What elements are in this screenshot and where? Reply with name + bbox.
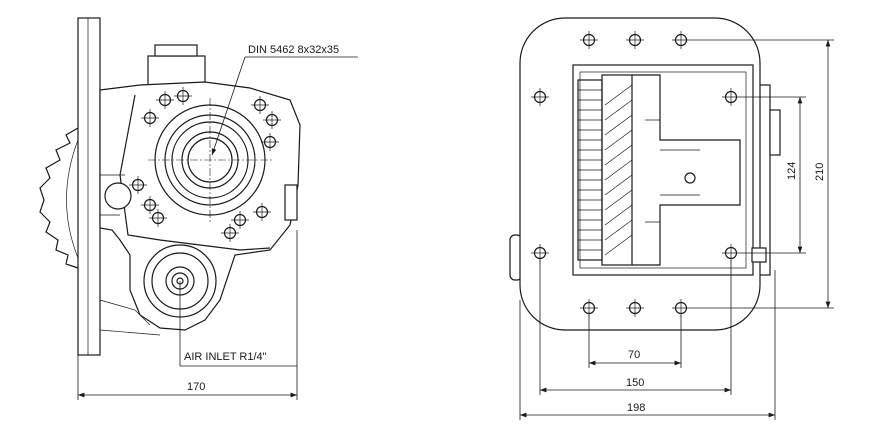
top-boss bbox=[147, 55, 206, 87]
dim-70: 70 bbox=[628, 349, 640, 361]
breather-knob bbox=[104, 182, 132, 210]
output-shaft bbox=[148, 98, 272, 222]
dim-124: 124 bbox=[786, 162, 798, 180]
gear-teeth bbox=[39, 127, 79, 269]
gear-window bbox=[572, 64, 754, 276]
dim-170: 170 bbox=[187, 381, 205, 393]
mounting-flange bbox=[77, 17, 101, 356]
air-inlet-label: AIR INLET R1/4" bbox=[184, 351, 267, 363]
dim-198: 198 bbox=[627, 402, 645, 414]
front-view: 70 150 198 124 210 bbox=[509, 17, 834, 420]
spline-spec-label: DIN 5462 8x32x35 bbox=[248, 44, 339, 56]
gear-stack bbox=[577, 74, 741, 266]
side-view: DIN 5462 8x32x35 AIR INLET R1/4" 170 bbox=[39, 17, 358, 400]
dim-210: 210 bbox=[814, 163, 826, 181]
dim-150: 150 bbox=[626, 377, 644, 389]
